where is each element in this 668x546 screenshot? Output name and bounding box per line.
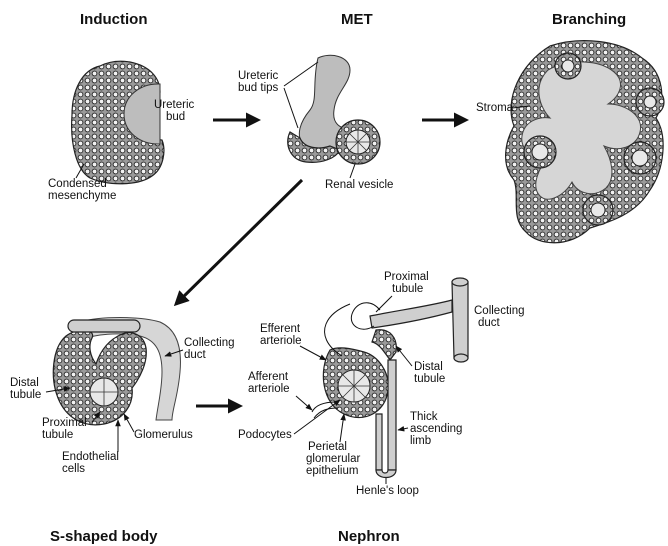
label-perietal-glomerular-epithelium: Perietal (308, 441, 347, 453)
leader-perietal (340, 414, 344, 442)
label-s-distal-tubule-2: tubule (10, 389, 41, 401)
leader-bud-tips-b (284, 88, 298, 128)
label-n-collecting-duct-2: duct (478, 317, 501, 329)
stage-title-induction: Induction (80, 11, 148, 28)
met-illustration (288, 55, 380, 164)
nephron-collecting-duct (452, 282, 468, 358)
stage-title-met: MET (341, 11, 373, 28)
label-henles-loop: Henle's loop (356, 485, 419, 497)
label-afferent-arteriole-2: arteriole (248, 383, 290, 395)
label-perietal-glomerular-epithelium-3: epithelium (306, 465, 358, 477)
label-proximal-tubule-2: tubule (392, 283, 423, 295)
label-condensed-mesenchyme-2: mesenchyme (48, 190, 116, 202)
nephron-henle-loop-bottom (376, 470, 396, 478)
label-glomerulus: Glomerulus (134, 429, 193, 441)
leader-renal-vesicle (350, 164, 355, 178)
label-condensed-mesenchyme: Condensed (48, 178, 107, 190)
s-tubule-top (68, 320, 140, 332)
leader-proximal-n (376, 296, 392, 312)
leader-bud-tips-a (284, 62, 318, 86)
leader-efferent (300, 346, 326, 360)
nephron-connecting-tubule (370, 300, 452, 328)
label-thick-ascending-limb-2: ascending (410, 423, 462, 435)
label-s-collecting-duct: Collecting (184, 337, 235, 349)
label-renal-vesicle: Renal vesicle (325, 179, 393, 191)
label-endothelial-cells: Endothelial (62, 451, 119, 463)
stage-title-nephron: Nephron (338, 528, 400, 545)
label-proximal-tubule: Proximal (384, 271, 429, 283)
label-efferent-arteriole-2: arteriole (260, 335, 302, 347)
nephron-henle-descending (376, 414, 382, 470)
leader-podocytes (294, 400, 340, 434)
label-ureteric-bud-2: bud (166, 111, 185, 123)
label-afferent-arteriole: Afferent (248, 371, 289, 383)
stage-title-branching: Branching (552, 11, 626, 28)
leader-afferent (296, 396, 312, 410)
label-s-collecting-duct-2: duct (184, 349, 207, 361)
label-endothelial-cells-2: cells (62, 463, 85, 475)
label-ureteric-bud: Ureteric (154, 99, 195, 111)
nephron-henle-ascending (388, 360, 396, 470)
label-stroma: Stroma (476, 102, 514, 114)
arrow-met-to-s-shaped (176, 180, 302, 304)
label-efferent-arteriole: Efferent (260, 323, 301, 335)
label-n-collecting-duct: Collecting (474, 305, 525, 317)
label-s-proximal-tubule: Proximal (42, 417, 87, 429)
label-s-proximal-tubule-2: tubule (42, 429, 73, 441)
label-thick-ascending-limb-3: limb (410, 435, 431, 447)
leader-glomerulus (124, 414, 134, 432)
branching-illustration (506, 41, 664, 243)
label-ureteric-bud-tips: Ureteric (238, 70, 279, 82)
label-n-distal-tubule-2: tubule (414, 373, 445, 385)
induction-illustration (72, 61, 164, 184)
leader-thick-limb (398, 428, 408, 430)
label-thick-ascending-limb: Thick (410, 411, 438, 423)
label-podocytes: Podocytes (238, 429, 292, 441)
label-s-distal-tubule: Distal (10, 377, 39, 389)
stage-title-s-shaped-body: S-shaped body (50, 528, 158, 545)
nephron-distal-tubule (372, 330, 396, 360)
label-perietal-glomerular-epithelium-2: glomerular (306, 453, 360, 465)
s-shaped-body-shape (53, 330, 146, 425)
s-shaped-body-illustration (53, 318, 180, 425)
label-ureteric-bud-tips-2: bud tips (238, 82, 279, 94)
label-n-distal-tubule: Distal (414, 361, 443, 373)
leader-n-distal (396, 346, 412, 366)
